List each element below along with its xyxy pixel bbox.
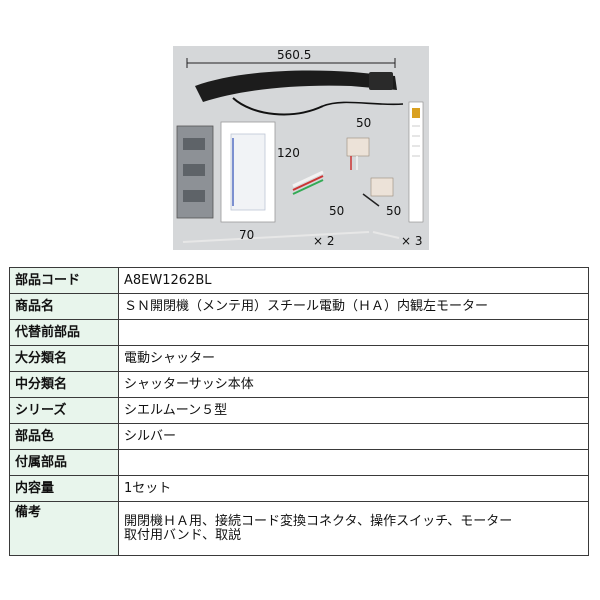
spec-row-previous-part: 代替前部品 bbox=[9, 319, 589, 346]
spec-row-notes: 備考 開閉機ＨＡ用、接続コード変換コネクタ、操作スイッチ、モーター 取付用バンド… bbox=[9, 501, 589, 556]
dimension-switch-width: 70 bbox=[239, 228, 255, 242]
product-photo: 560.5 120 70 50 50 50 × 2 × 3 bbox=[173, 46, 429, 250]
spec-label: 大分類名 bbox=[9, 345, 119, 372]
notes-line: 開閉機ＨＡ用、接続コード変換コネクタ、操作スイッチ、モーター bbox=[124, 513, 513, 529]
spec-value: シエルムーン５型 bbox=[118, 397, 589, 424]
dimension-overall-length: 560.5 bbox=[277, 48, 312, 62]
spec-row-accessories: 付属部品 bbox=[9, 449, 589, 476]
spec-row-major-category: 大分類名 電動シャッター bbox=[9, 345, 589, 372]
operation-switch bbox=[220, 121, 276, 223]
spec-label: 代替前部品 bbox=[9, 319, 119, 346]
spec-label: 付属部品 bbox=[9, 449, 119, 476]
spec-label: 中分類名 bbox=[9, 371, 119, 398]
motor-unit bbox=[195, 70, 404, 116]
spec-value: シャッターサッシ本体 bbox=[118, 371, 589, 398]
spec-label: 備考 bbox=[9, 501, 119, 556]
connector-set bbox=[292, 137, 394, 207]
dimension-connector-c: 50 bbox=[386, 204, 402, 218]
spec-label: 内容量 bbox=[9, 475, 119, 502]
tie-quantity: × 2 bbox=[313, 234, 335, 248]
spec-value: A8EW1262BL bbox=[118, 267, 589, 294]
spec-value: 電動シャッター bbox=[118, 345, 589, 372]
spec-row-product-name: 商品名 ＳＮ開閉機（メンテ用）スチール電動（ＨＡ）内観左モーター bbox=[9, 293, 589, 320]
spec-row-part-code: 部品コード A8EW1262BL bbox=[9, 267, 589, 294]
spec-row-middle-category: 中分類名 シャッターサッシ本体 bbox=[9, 371, 589, 398]
manual-booklet bbox=[408, 101, 424, 223]
dimension-connector-b: 50 bbox=[329, 204, 345, 218]
spec-label: 部品色 bbox=[9, 423, 119, 450]
spec-value bbox=[118, 449, 589, 476]
spec-row-color: 部品色 シルバー bbox=[9, 423, 589, 450]
spec-row-series: シリーズ シエルムーン５型 bbox=[9, 397, 589, 424]
spec-label: シリーズ bbox=[9, 397, 119, 424]
band-quantity: × 3 bbox=[401, 234, 423, 248]
cable-ties bbox=[182, 231, 400, 243]
spec-label: 部品コード bbox=[9, 267, 119, 294]
spec-value: ＳＮ開閉機（メンテ用）スチール電動（ＨＡ）内観左モーター bbox=[118, 293, 589, 320]
spec-row-contents: 内容量 1セット bbox=[9, 475, 589, 502]
spec-label: 商品名 bbox=[9, 293, 119, 320]
dimension-connector-a: 50 bbox=[356, 116, 372, 130]
parts-illustration bbox=[176, 58, 424, 243]
notes-line: 取付用バンド、取説 bbox=[124, 527, 242, 543]
spec-value: 1セット bbox=[118, 475, 589, 502]
notes-value: 開閉機ＨＡ用、接続コード変換コネクタ、操作スイッチ、モーター 取付用バンド、取説 bbox=[118, 501, 589, 556]
switch-box bbox=[176, 125, 214, 219]
spec-value: シルバー bbox=[118, 423, 589, 450]
dimension-switch-height: 120 bbox=[277, 146, 300, 160]
spec-value bbox=[118, 319, 589, 346]
spec-table: 部品コード A8EW1262BL 商品名 ＳＮ開閉機（メンテ用）スチール電動（Ｈ… bbox=[9, 267, 589, 556]
